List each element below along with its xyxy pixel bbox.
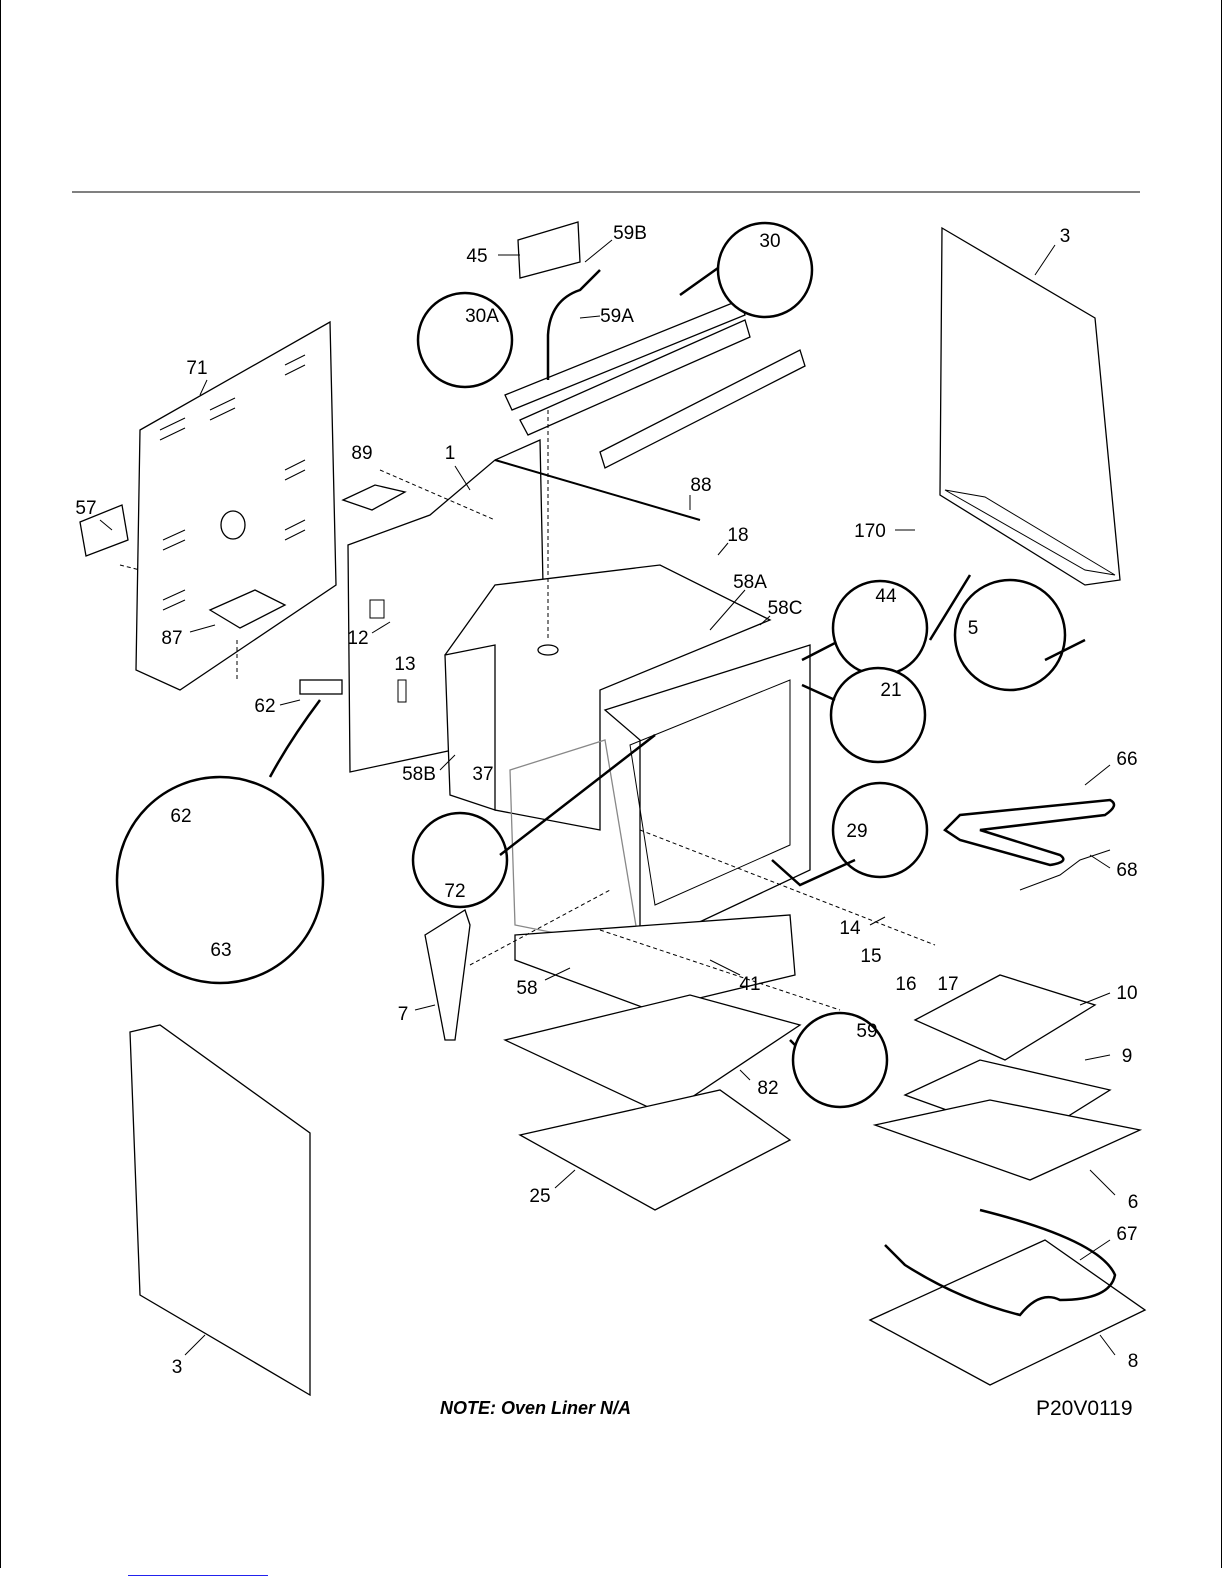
callout-label: 16 [895,974,916,995]
callout-label: 62 [170,806,191,827]
callout-label: 21 [880,680,901,701]
part-broil-element-66 [945,800,1114,865]
callout-label: 37 [472,764,493,785]
part-hinge-7 [425,910,470,1040]
callout-label: 14 [839,918,861,939]
callout-label: 62 [254,696,275,717]
callout-label: 59 [856,1021,877,1042]
part-68 [1020,850,1110,890]
callout-label: 82 [757,1078,778,1099]
callout-label: 87 [161,628,182,649]
callout-label: 18 [727,525,748,546]
callout-label: 10 [1116,983,1137,1004]
callout-label: 9 [1122,1046,1133,1067]
part-side-panel-right [940,228,1120,585]
callout-label: 71 [186,358,207,379]
note-text: NOTE: Oven Liner N/A [440,1398,631,1419]
callout-label: 72 [444,881,465,902]
callout-label: 63 [210,940,231,961]
callout-label: 6 [1128,1192,1139,1213]
callout-label: 13 [394,654,415,675]
callout-label: 3 [1060,226,1071,247]
callout-label: 17 [937,974,958,995]
callout-label: 25 [529,1186,550,1207]
callout-label: 29 [846,821,867,842]
callout-label: 58B [402,764,436,785]
callout-label: 59A [600,306,634,327]
link-underline[interactable] [128,1575,268,1576]
diagram-code: P20V0119 [1036,1397,1133,1421]
callout-label: 57 [75,498,96,519]
callout-label: 44 [875,586,897,607]
callout-label: 7 [398,1004,409,1025]
part-side-panel-left [130,1025,310,1395]
callout-label: 89 [351,443,372,464]
part-oven-cavity [445,565,810,1010]
callout-label: 5 [968,618,979,639]
callout-label: 58 [516,978,537,999]
callout-label: 30A [465,306,499,327]
part-terminal-block-62 [300,680,342,694]
callout-label: 45 [466,246,487,267]
callout-label: 59B [613,223,647,244]
part-89 [343,485,405,510]
part-bottom-panel-82 [505,995,800,1115]
part-bottom-panel-25 [520,1090,790,1210]
callout-label: 8 [1128,1351,1139,1372]
callout-label: 68 [1116,860,1137,881]
callout-label: 41 [739,974,760,995]
callout-label: 12 [347,628,368,649]
callout-label: 58A [733,572,767,593]
callout-label: 58C [768,598,803,619]
callout-label: 170 [854,521,886,542]
callout-label: 67 [1116,1224,1137,1245]
part-oven-rack-6 [875,1100,1140,1180]
callout-label: 3 [172,1357,183,1378]
callout-label: 1 [445,443,456,464]
callout-label: 88 [690,475,711,496]
callout-label: 15 [860,946,881,967]
callout-label: 66 [1116,749,1137,770]
callout-label: 30 [759,231,780,252]
